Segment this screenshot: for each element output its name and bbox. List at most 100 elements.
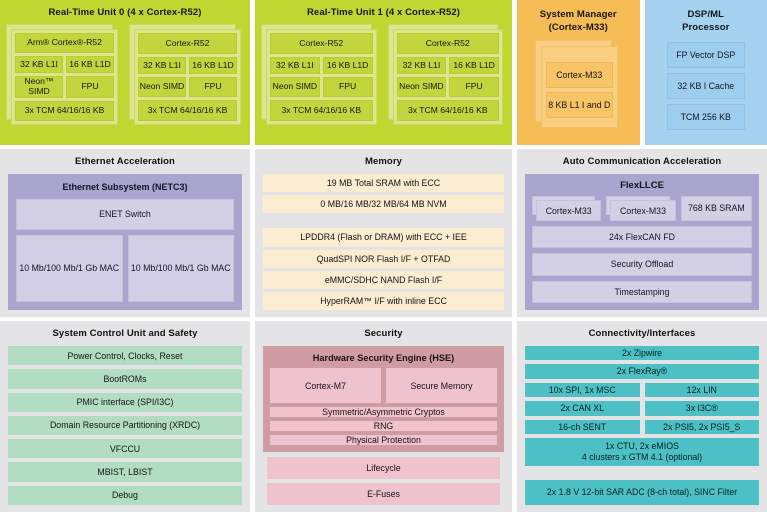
core-name: Arm® Cortex®-R52: [15, 33, 114, 54]
fpu: FPU: [189, 77, 237, 98]
l1d-cache: 16 KB L1D: [66, 56, 114, 74]
mac-row: 10 Mb/100 Mb/1 Gb MAC 10 Mb/100 Mb/1 Gb …: [16, 235, 234, 302]
memory-row: eMMC/SDHC NAND Flash I/F: [263, 270, 504, 289]
neon-simd: Neon™ SIMD: [15, 76, 63, 98]
l1i-cache: 32 KB L1I: [15, 56, 63, 74]
adc-row: 2x 1.8 V 12-bit SAR ADC (8-ch total), SI…: [525, 479, 759, 505]
panel-title: Connectivity/Interfaces: [588, 328, 696, 339]
panel-ethernet-acceleration: Ethernet Acceleration Ethernet Subsystem…: [0, 149, 250, 317]
core-group: Cortex-R52 32 KB L1I 16 KB L1D Neon SIMD…: [387, 24, 507, 128]
simd-fpu-row: Neon SIMD FPU: [138, 77, 237, 98]
panel-title: Real-Time Unit 0 (4 x Cortex-R52): [48, 7, 202, 18]
fpu: FPU: [449, 77, 499, 98]
cortex-m33-core: Cortex-M33: [546, 62, 613, 88]
neon-simd: Neon SIMD: [270, 77, 320, 98]
panel-title-line1: DSP/ML: [687, 9, 724, 20]
can-xl-row: 2x CAN XL: [525, 401, 640, 416]
group-divider: [525, 470, 759, 476]
panel-security: Security Hardware Security Engine (HSE) …: [255, 321, 512, 512]
core-name: Cortex-R52: [396, 33, 499, 54]
l1i-cache: 32 KB L1I: [138, 56, 186, 74]
neon-simd: Neon SIMD: [396, 77, 447, 98]
panel-title: Security: [364, 328, 403, 339]
core-group: Cortex-R52 32 KB L1I 16 KB L1D Neon SIMD…: [261, 24, 380, 128]
tcm: 3x TCM 64/16/16 KB: [396, 100, 499, 121]
subsystem-title: Ethernet Subsystem (NETC3): [62, 182, 188, 192]
fpu: FPU: [66, 76, 114, 98]
gtm-line: 4 clusters x GTM 4.1 (optional): [581, 451, 703, 462]
flexllce-sram: 768 KB SRAM: [680, 196, 752, 221]
timestamping: Timestamping: [532, 280, 752, 303]
sent-row: 16-ch SENT: [525, 419, 640, 435]
memory-row: LPDDR4 (Flash or DRAM) with ECC + IEE: [263, 228, 504, 247]
flexllce-core-row: Cortex-M33 Cortex-M33 768 KB SRAM: [532, 196, 752, 221]
simd-fpu-row: Neon SIMD FPU: [270, 77, 373, 98]
cortex-m33-core: Cortex-M33: [610, 200, 676, 221]
panel-title: System Control Unit and Safety: [52, 328, 198, 339]
system-manager-detail: Cortex-M33 8 KB L1 I and D: [546, 62, 613, 118]
flexray-row: 2x FlexRay®: [525, 364, 759, 379]
ethernet-mac: 10 Mb/100 Mb/1 Gb MAC: [16, 235, 123, 302]
row1-right-pair: System Manager (Cortex-M33) Cortex-M33 8…: [517, 0, 767, 145]
cache-row: 32 KB L1I 16 KB L1D: [396, 56, 499, 74]
hse-feature-list: Symmetric/Asymmetric Cryptos RNG Physica…: [270, 407, 497, 445]
panel-real-time-unit-1: Real-Time Unit 1 (4 x Cortex-R52) Cortex…: [255, 0, 512, 145]
interface-pair-row: 10x SPI, 1x MSC 12x LIN: [525, 382, 759, 398]
ethernet-mac: 10 Mb/100 Mb/1 Gb MAC: [127, 235, 234, 302]
simd-fpu-row: Neon™ SIMD FPU: [15, 76, 114, 98]
dsp-block-list: FP Vector DSP 32 KB I Cache TCM 256 KB: [665, 42, 748, 130]
panel-title: Memory: [364, 156, 403, 167]
tcm: 3x TCM 64/16/16 KB: [270, 100, 373, 121]
tcm: TCM 256 KB: [666, 104, 745, 130]
i3c-row: 3x I3C®: [644, 401, 759, 416]
flexllce-feature-list: 24x FlexCAN FD Security Offload Timestam…: [532, 226, 752, 303]
cortex-m33-core: Cortex-M33: [536, 200, 602, 221]
ctu-emios-line: 1x CTU, 2x eMIOS: [605, 441, 679, 451]
flexcan-fd: 24x FlexCAN FD: [532, 226, 752, 249]
cortex-m7-core: Cortex-M7: [270, 368, 381, 403]
psi5-row: 2x PSI5, 2x PSI5_S: [644, 419, 759, 435]
memory-row: 19 MB Total SRAM with ECC: [263, 174, 504, 193]
pmic-interface-row: PMIC interface (SPI/I3C): [8, 392, 242, 412]
panel-title: Auto Communication Acceleration: [562, 156, 722, 167]
cryptos-row: Symmetric/Asymmetric Cryptos: [270, 407, 497, 417]
l1d-cache: 16 KB L1D: [449, 56, 499, 74]
system-manager-stack: Cortex-M33 8 KB L1 I and D: [535, 40, 622, 132]
system-control-list: Power Control, Clocks, Reset BootROMs PM…: [8, 346, 242, 505]
core-cluster: Arm® Cortex®-R52 32 KB L1I 16 KB L1D Neo…: [6, 24, 244, 128]
timer-block: 1x CTU, 2x eMIOS 4 clusters x GTM 4.1 (o…: [525, 438, 759, 466]
ethernet-subsystem: Ethernet Subsystem (NETC3) ENET Switch 1…: [8, 174, 242, 310]
panel-title: Ethernet Acceleration: [75, 156, 175, 167]
cache-row: 32 KB L1I 16 KB L1D: [138, 56, 237, 74]
group-divider: [263, 216, 504, 225]
xrdc-row: Domain Resource Partitioning (XRDC): [8, 415, 242, 436]
bist-row: MBIST, LBIST: [8, 462, 242, 482]
panel-real-time-unit-0: Real-Time Unit 0 (4 x Cortex-R52) Arm® C…: [0, 0, 250, 145]
lifecycle-row: Lifecycle: [267, 457, 500, 479]
panel-title: Real-Time Unit 1 (4 x Cortex-R52): [306, 7, 461, 18]
l1i-cache: 32 KB L1I: [396, 56, 447, 74]
neon-simd: Neon SIMD: [138, 77, 186, 98]
panel-system-control-unit-and-safety: System Control Unit and Safety Power Con…: [0, 321, 250, 512]
panel-title: DSP/ML Processor: [665, 8, 748, 34]
l1i-cache: 32 KB L1I: [270, 56, 320, 74]
core-detail: Cortex-R52 32 KB L1I 16 KB L1D Neon SIMD…: [138, 33, 237, 121]
tcm: 3x TCM 64/16/16 KB: [15, 100, 114, 121]
spi-msc-row: 10x SPI, 1x MSC: [525, 382, 640, 398]
panel-connectivity-interfaces: Connectivity/Interfaces 2x Zipwire 2x Fl…: [517, 321, 767, 512]
fpu: FPU: [322, 77, 373, 98]
panel-memory: Memory 19 MB Total SRAM with ECC 0 MB/16…: [255, 149, 512, 317]
l1-cache: 8 KB L1 I and D: [546, 92, 613, 118]
panel-title-line2: Processor: [682, 22, 730, 33]
core-detail: Cortex-R52 32 KB L1I 16 KB L1D Neon SIMD…: [396, 33, 499, 121]
security-extras: Lifecycle E-Fuses: [263, 457, 504, 505]
core-name: Cortex-R52: [270, 33, 373, 54]
panel-auto-communication-acceleration: Auto Communication Acceleration FlexLLCE…: [517, 149, 767, 317]
subsystem-title: Hardware Security Engine (HSE): [312, 353, 455, 363]
secure-memory: Secure Memory: [386, 368, 497, 403]
l1d-cache: 16 KB L1D: [322, 56, 373, 74]
core-group: Cortex-R52 32 KB L1I 16 KB L1D Neon SIMD…: [129, 24, 244, 128]
subsystem-title: FlexLLCE: [620, 180, 664, 191]
l1d-cache: 16 KB L1D: [189, 56, 237, 74]
i-cache: 32 KB I Cache: [666, 73, 745, 99]
